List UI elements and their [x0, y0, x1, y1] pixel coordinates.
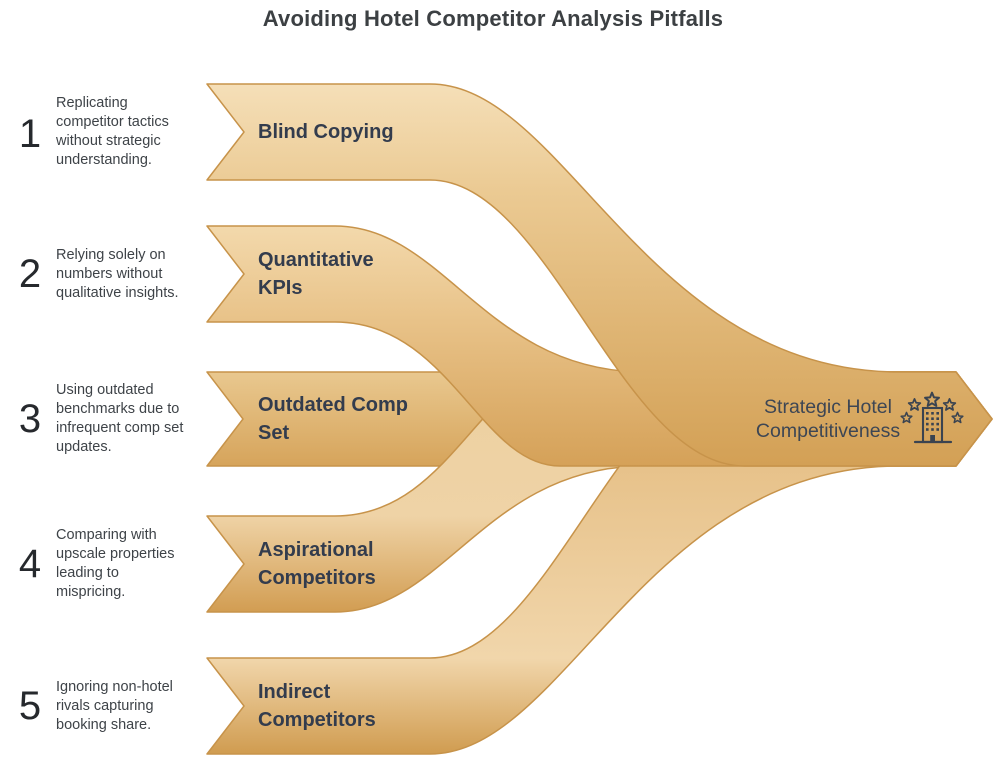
- ribbon-blind-copying: [206, 83, 993, 467]
- step-number-1: 1: [18, 112, 42, 156]
- hotel-five-stars-icon: [900, 391, 964, 444]
- step-number-3: 3: [18, 397, 42, 441]
- step-number-5: 5: [18, 684, 42, 728]
- step-number-4: 4: [18, 542, 42, 586]
- star-icon: [924, 391, 940, 407]
- step-description-1: Replicating competitor tactics without s…: [56, 95, 169, 168]
- page-title: Avoiding Hotel Competitor Analysis Pitfa…: [262, 6, 724, 31]
- star-icon: [942, 398, 957, 411]
- band-label-quantitative-kpis: Quantitative KPIs: [258, 249, 374, 299]
- step-description-3: Using outdated benchmarks due to infrequ…: [56, 382, 184, 455]
- step-description-4: Comparing with upscale properties leadin…: [56, 527, 175, 600]
- star-icon: [907, 398, 922, 411]
- step-description-5: Ignoring non-hotel rivals capturing book…: [56, 679, 173, 733]
- band-label-outdated-comp-set: Outdated Comp Set: [258, 394, 408, 444]
- band-label-indirect-competitors: Indirect Competitors: [258, 681, 376, 731]
- band-label-aspirational-competitors: Aspirational Competitors: [258, 539, 376, 589]
- building-icon: [913, 406, 953, 444]
- star-icon: [900, 411, 913, 424]
- band-label-blind-copying: Blind Copying: [258, 121, 394, 143]
- outcome-label: Strategic Hotel Competitiveness: [755, 396, 901, 442]
- step-number-2: 2: [18, 252, 42, 296]
- star-icon: [951, 411, 964, 424]
- step-description-2: Relying solely on numbers without qualit…: [56, 247, 179, 301]
